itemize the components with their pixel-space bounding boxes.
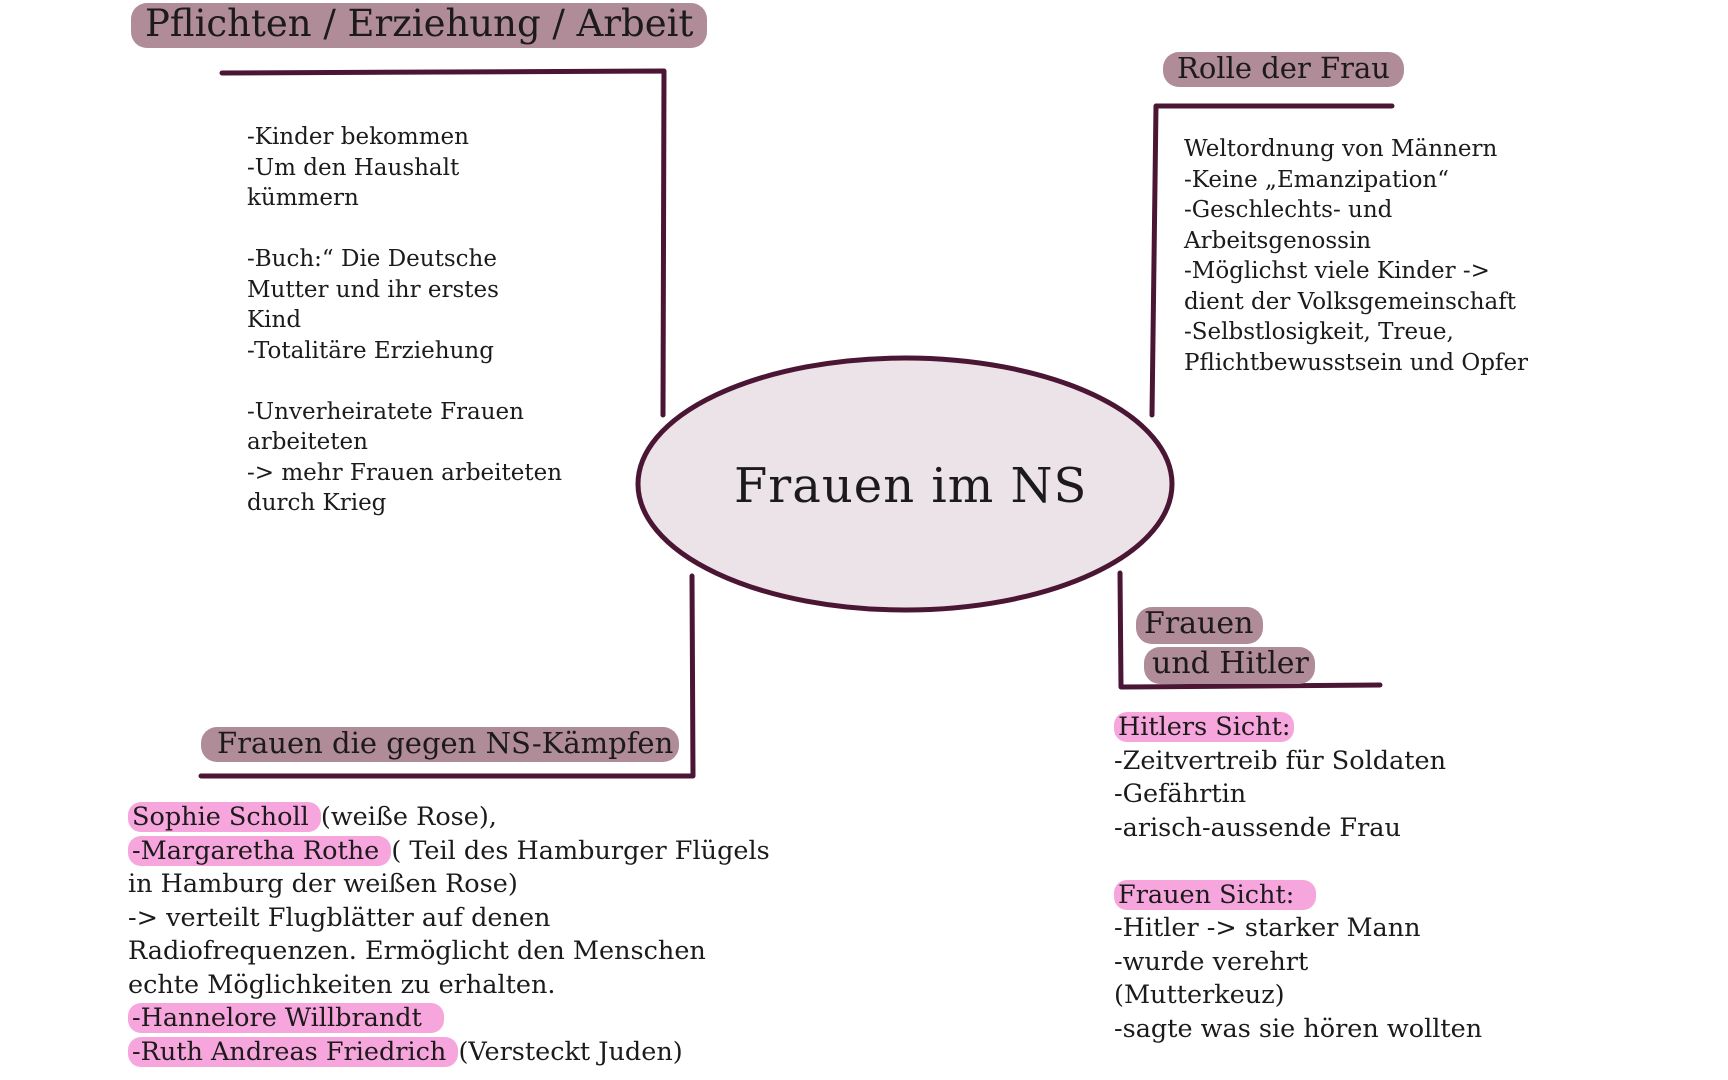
note-spacer [247,214,562,245]
note-text: (weiße Rose), [320,802,497,832]
note-line: -arisch-aussende Frau [1114,812,1401,843]
name-highlight-margaretha: -Margaretha Rothe [128,835,392,866]
connector-widerstand [198,573,696,779]
note-line: kümmern [247,185,359,211]
note-text: ( Teil des Hamburger Flügels [391,835,770,866]
note-line: durch Krieg [247,490,387,516]
women-view-row: Frauen Sicht: [1114,879,1482,913]
note-line: -Keine „Emanzipation“ [1184,166,1450,193]
widerstand-row-sophie: Sophie Scholl (weiße Rose), [128,801,770,835]
note-spacer [247,366,562,397]
widerstand-row-hannelore: -Hannelore Willbrandt [128,1002,770,1036]
note-line: Radiofrequenzen. Ermöglicht den Menschen [128,936,706,966]
topic-title-hitler-line2: und Hitler [1144,646,1315,684]
note-line: -Unverheiratete Frauen [247,398,524,425]
center-ellipse [635,355,1175,613]
topic-title-pflichten: Pflichten / Erziehung / Arbeit [131,2,708,48]
hitler-notes: Hitlers Sicht: -Zeitvertreib für Soldate… [1114,711,1482,1046]
note-line: -Kinder bekommen [247,124,469,150]
note-line: -Gefährtin [1114,779,1247,809]
center-topic-label: Frauen im NS [734,458,1088,514]
topic-title-widerstand: Frauen die gegen NS-Kämpfen [201,726,680,763]
note-line: echte Möglichkeiten zu erhalten. [128,969,556,1000]
note-line: -> verteilt Flugblätter auf denen [128,902,551,933]
rolle-notes: Weltordnung von Männern -Keine „Emanzipa… [1184,134,1528,378]
note-line: Kind [247,307,302,333]
connector-rolle [1149,103,1395,418]
note-line: in Hamburg der weißen Rose) [128,869,518,899]
hitler-view-row: Hitlers Sicht: [1114,711,1482,745]
note-line: -Geschlechts- und [1184,197,1393,223]
topic-title-rolle: Rolle der Frau [1163,51,1404,88]
widerstand-row-ruth: -Ruth Andreas Friedrich (Versteckt Juden… [128,1036,770,1070]
note-line: Arbeitsgenossin [1184,227,1372,254]
connector-pflichten [219,68,667,418]
note-line: -Möglichst viele Kinder -> [1184,258,1490,284]
hitler-view-label: Hitlers Sicht: [1114,712,1295,742]
note-line: -Hitler -> starker Mann [1114,913,1421,943]
note-line: (Mutterkeuz) [1114,980,1285,1010]
women-view-label: Frauen Sicht: [1114,879,1317,910]
note-line: -Zeitvertreib für Soldaten [1114,745,1447,776]
note-line: -wurde verehrt [1114,946,1309,977]
connector-hitler [1117,570,1383,690]
topic-title-hitler-line1: Frauen [1136,606,1264,644]
note-line: dient der Volksgemeinschaft [1184,288,1517,315]
note-line: arbeiteten [247,429,368,455]
name-highlight-sophie: Sophie Scholl [128,802,321,832]
pflichten-notes: -Kinder bekommen -Um den Haushalt kümmer… [247,122,562,519]
widerstand-row-margaretha: -Margaretha Rothe ( Teil des Hamburger F… [128,835,770,869]
note-line: Mutter und ihr erstes [247,276,499,303]
note-text: (Versteckt Juden) [458,1036,683,1067]
note-line: Weltordnung von Männern [1184,136,1498,162]
note-line: -Selbstlosigkeit, Treue, [1184,319,1454,345]
name-highlight-ruth: -Ruth Andreas Friedrich [128,1036,459,1067]
note-spacer [1114,845,1482,879]
note-line: -> mehr Frauen arbeiteten [247,459,563,486]
widerstand-notes: Sophie Scholl (weiße Rose), -Margaretha … [128,801,770,1069]
note-line: -Buch:“ Die Deutsche [247,246,497,272]
name-highlight-hannelore: -Hannelore Willbrandt [128,1003,444,1033]
note-line: -Um den Haushalt [247,154,460,181]
note-line: -sagte was sie hören wollten [1114,1013,1483,1044]
note-line: Pflichtbewusstsein und Opfer [1184,349,1529,376]
note-line: -Totalitäre Erziehung [247,337,494,364]
